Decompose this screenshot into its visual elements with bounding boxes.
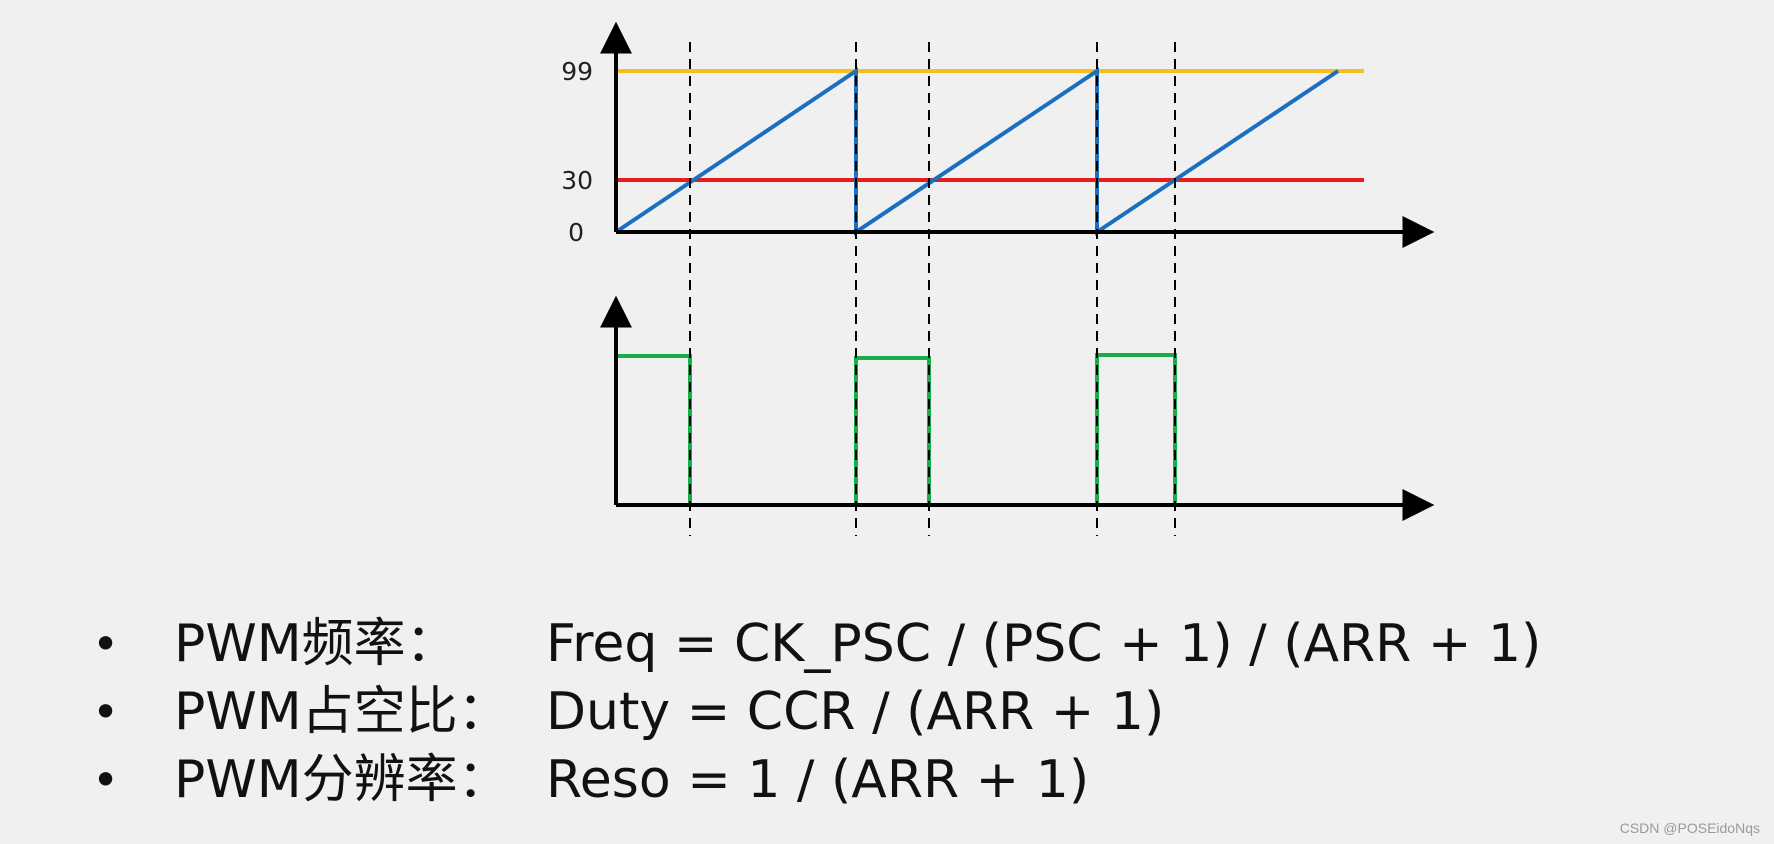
formula-label: PWM频率： <box>174 614 458 674</box>
dashed-guides <box>689 42 1176 536</box>
formula-expression: Reso = 1 / (ARR + 1) <box>546 750 1090 810</box>
bullet-icon: • <box>92 617 120 671</box>
tick-label-arr: 99 <box>561 57 593 86</box>
watermark: CSDN @POSEidoNqs <box>1619 820 1760 836</box>
formula-label: PWM分辨率： <box>174 750 510 810</box>
tick-label-zero: 0 <box>568 218 584 247</box>
formula-expression: Freq = CK_PSC / (PSC + 1) / (ARR + 1) <box>546 614 1542 674</box>
formula-expression: Duty = CCR / (ARR + 1) <box>546 682 1165 742</box>
bullet-icon: • <box>92 753 120 807</box>
pwm-waveform <box>616 353 1342 507</box>
counter-sawtooth <box>614 67 1340 236</box>
bullet-icon: • <box>92 685 120 739</box>
tick-label-ccr: 30 <box>561 166 593 195</box>
formula-label: PWM占空比： <box>174 682 510 742</box>
